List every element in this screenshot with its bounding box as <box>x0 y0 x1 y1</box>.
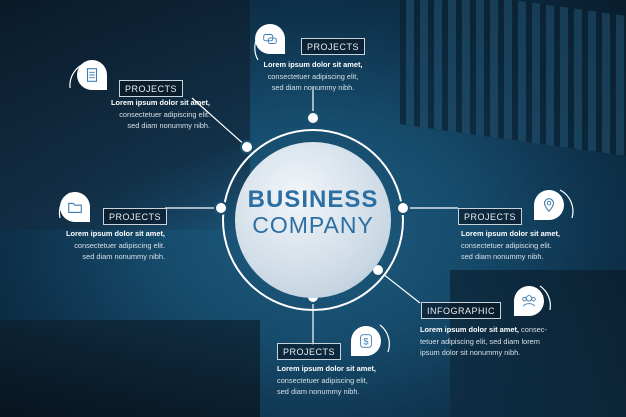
building-bg <box>0 320 260 417</box>
item-text: ipsum dolor sit nonummy nibh. <box>420 348 521 357</box>
item-bold-text: Lorem ipsum dolor sit amet, <box>461 229 560 238</box>
item-description: Lorem ipsum dolor sit amet, consec-tetue… <box>420 324 547 359</box>
item-description: Lorem ipsum dolor sit amet, consectetuer … <box>66 228 165 263</box>
item-description: Lorem ipsum dolor sit amet, consectetuer … <box>111 97 210 132</box>
folder-icon <box>60 192 90 222</box>
item-text: consectetuer adipiscing elit, <box>277 375 368 385</box>
item-label: PROJECTS <box>103 208 168 225</box>
svg-text:$: $ <box>363 337 368 347</box>
item-text: sed diam nonummy nibh. <box>271 83 355 92</box>
node <box>396 201 410 215</box>
item-description: Lorem ipsum dolor sit amet, consectetuer … <box>233 59 393 94</box>
item-text: sed diam nonummy nibh. <box>82 252 165 261</box>
node <box>214 201 228 215</box>
item-bold-text: Lorem ipsum dolor sit amet, <box>111 98 210 107</box>
item-label: PROJECTS <box>301 38 366 55</box>
item-text: tetuer adipiscing elit, sed diam lorem <box>420 336 540 346</box>
item-label: PROJECTS <box>119 80 184 97</box>
item-description: Lorem ipsum dolor sit amet, consectetuer … <box>277 363 376 398</box>
item-text: consectetuer adipiscing elit, <box>267 71 359 81</box>
item-text: sed diam nonummy nibh. <box>461 252 544 261</box>
item-text: consectetuer adipiscing elit. <box>119 109 210 119</box>
document-icon <box>77 60 107 90</box>
item-text: sed diam nonummy nibh. <box>277 387 360 396</box>
item-text: consectetuer adipiscing elit. <box>461 240 552 250</box>
node <box>306 111 320 125</box>
center-badge: BUSINESS COMPANY <box>235 142 391 298</box>
item-text: consectetuer adipiscing elit. <box>74 240 165 250</box>
item-label: PROJECTS <box>277 343 342 360</box>
item-label: INFOGRAPHIC <box>421 302 502 319</box>
location-pin-icon <box>534 190 564 220</box>
item-bold-text: Lorem ipsum dolor sit amet, <box>263 60 363 69</box>
node <box>240 140 254 154</box>
item-text: consec- <box>521 325 547 334</box>
center-title: BUSINESS <box>247 186 379 213</box>
item-bold-text: Lorem ipsum dolor sit amet, <box>420 325 519 334</box>
item-bold-text: Lorem ipsum dolor sit amet, <box>277 364 376 373</box>
item-text: sed diam nonummy nibh. <box>127 121 210 130</box>
chat-icon <box>255 24 285 54</box>
building-bg <box>0 0 250 230</box>
users-icon <box>514 286 544 316</box>
item-label: PROJECTS <box>458 208 523 225</box>
item-bold-text: Lorem ipsum dolor sit amet, <box>66 229 165 238</box>
item-description: Lorem ipsum dolor sit amet, consectetuer … <box>461 228 560 263</box>
dollar-icon: $ <box>351 326 381 356</box>
center-subtitle: COMPANY <box>252 212 374 238</box>
